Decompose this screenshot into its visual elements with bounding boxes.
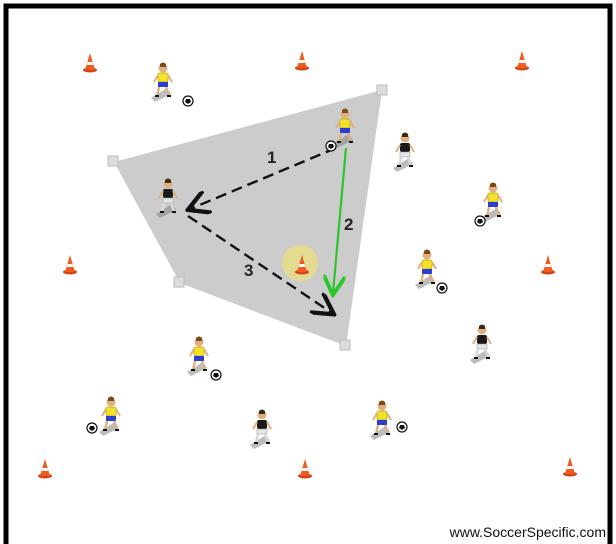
ball-icon: [475, 216, 485, 226]
zone-corner-handle: [377, 85, 387, 95]
zone-corner-handle: [340, 340, 350, 350]
ball-icon: [211, 370, 221, 380]
zone-corner-handle: [108, 156, 118, 166]
ball-icon: [326, 141, 336, 151]
pass-label-3: 3: [244, 261, 253, 280]
credit-text: www.SoccerSpecific.com: [450, 524, 606, 540]
zone-corner-handle: [174, 277, 184, 287]
pass-label-2: 2: [344, 215, 353, 234]
ball-icon: [397, 422, 407, 432]
ball-icon: [437, 283, 447, 293]
ball-icon: [87, 423, 97, 433]
pass-label-1: 1: [267, 148, 276, 167]
ball-icon: [183, 96, 193, 106]
